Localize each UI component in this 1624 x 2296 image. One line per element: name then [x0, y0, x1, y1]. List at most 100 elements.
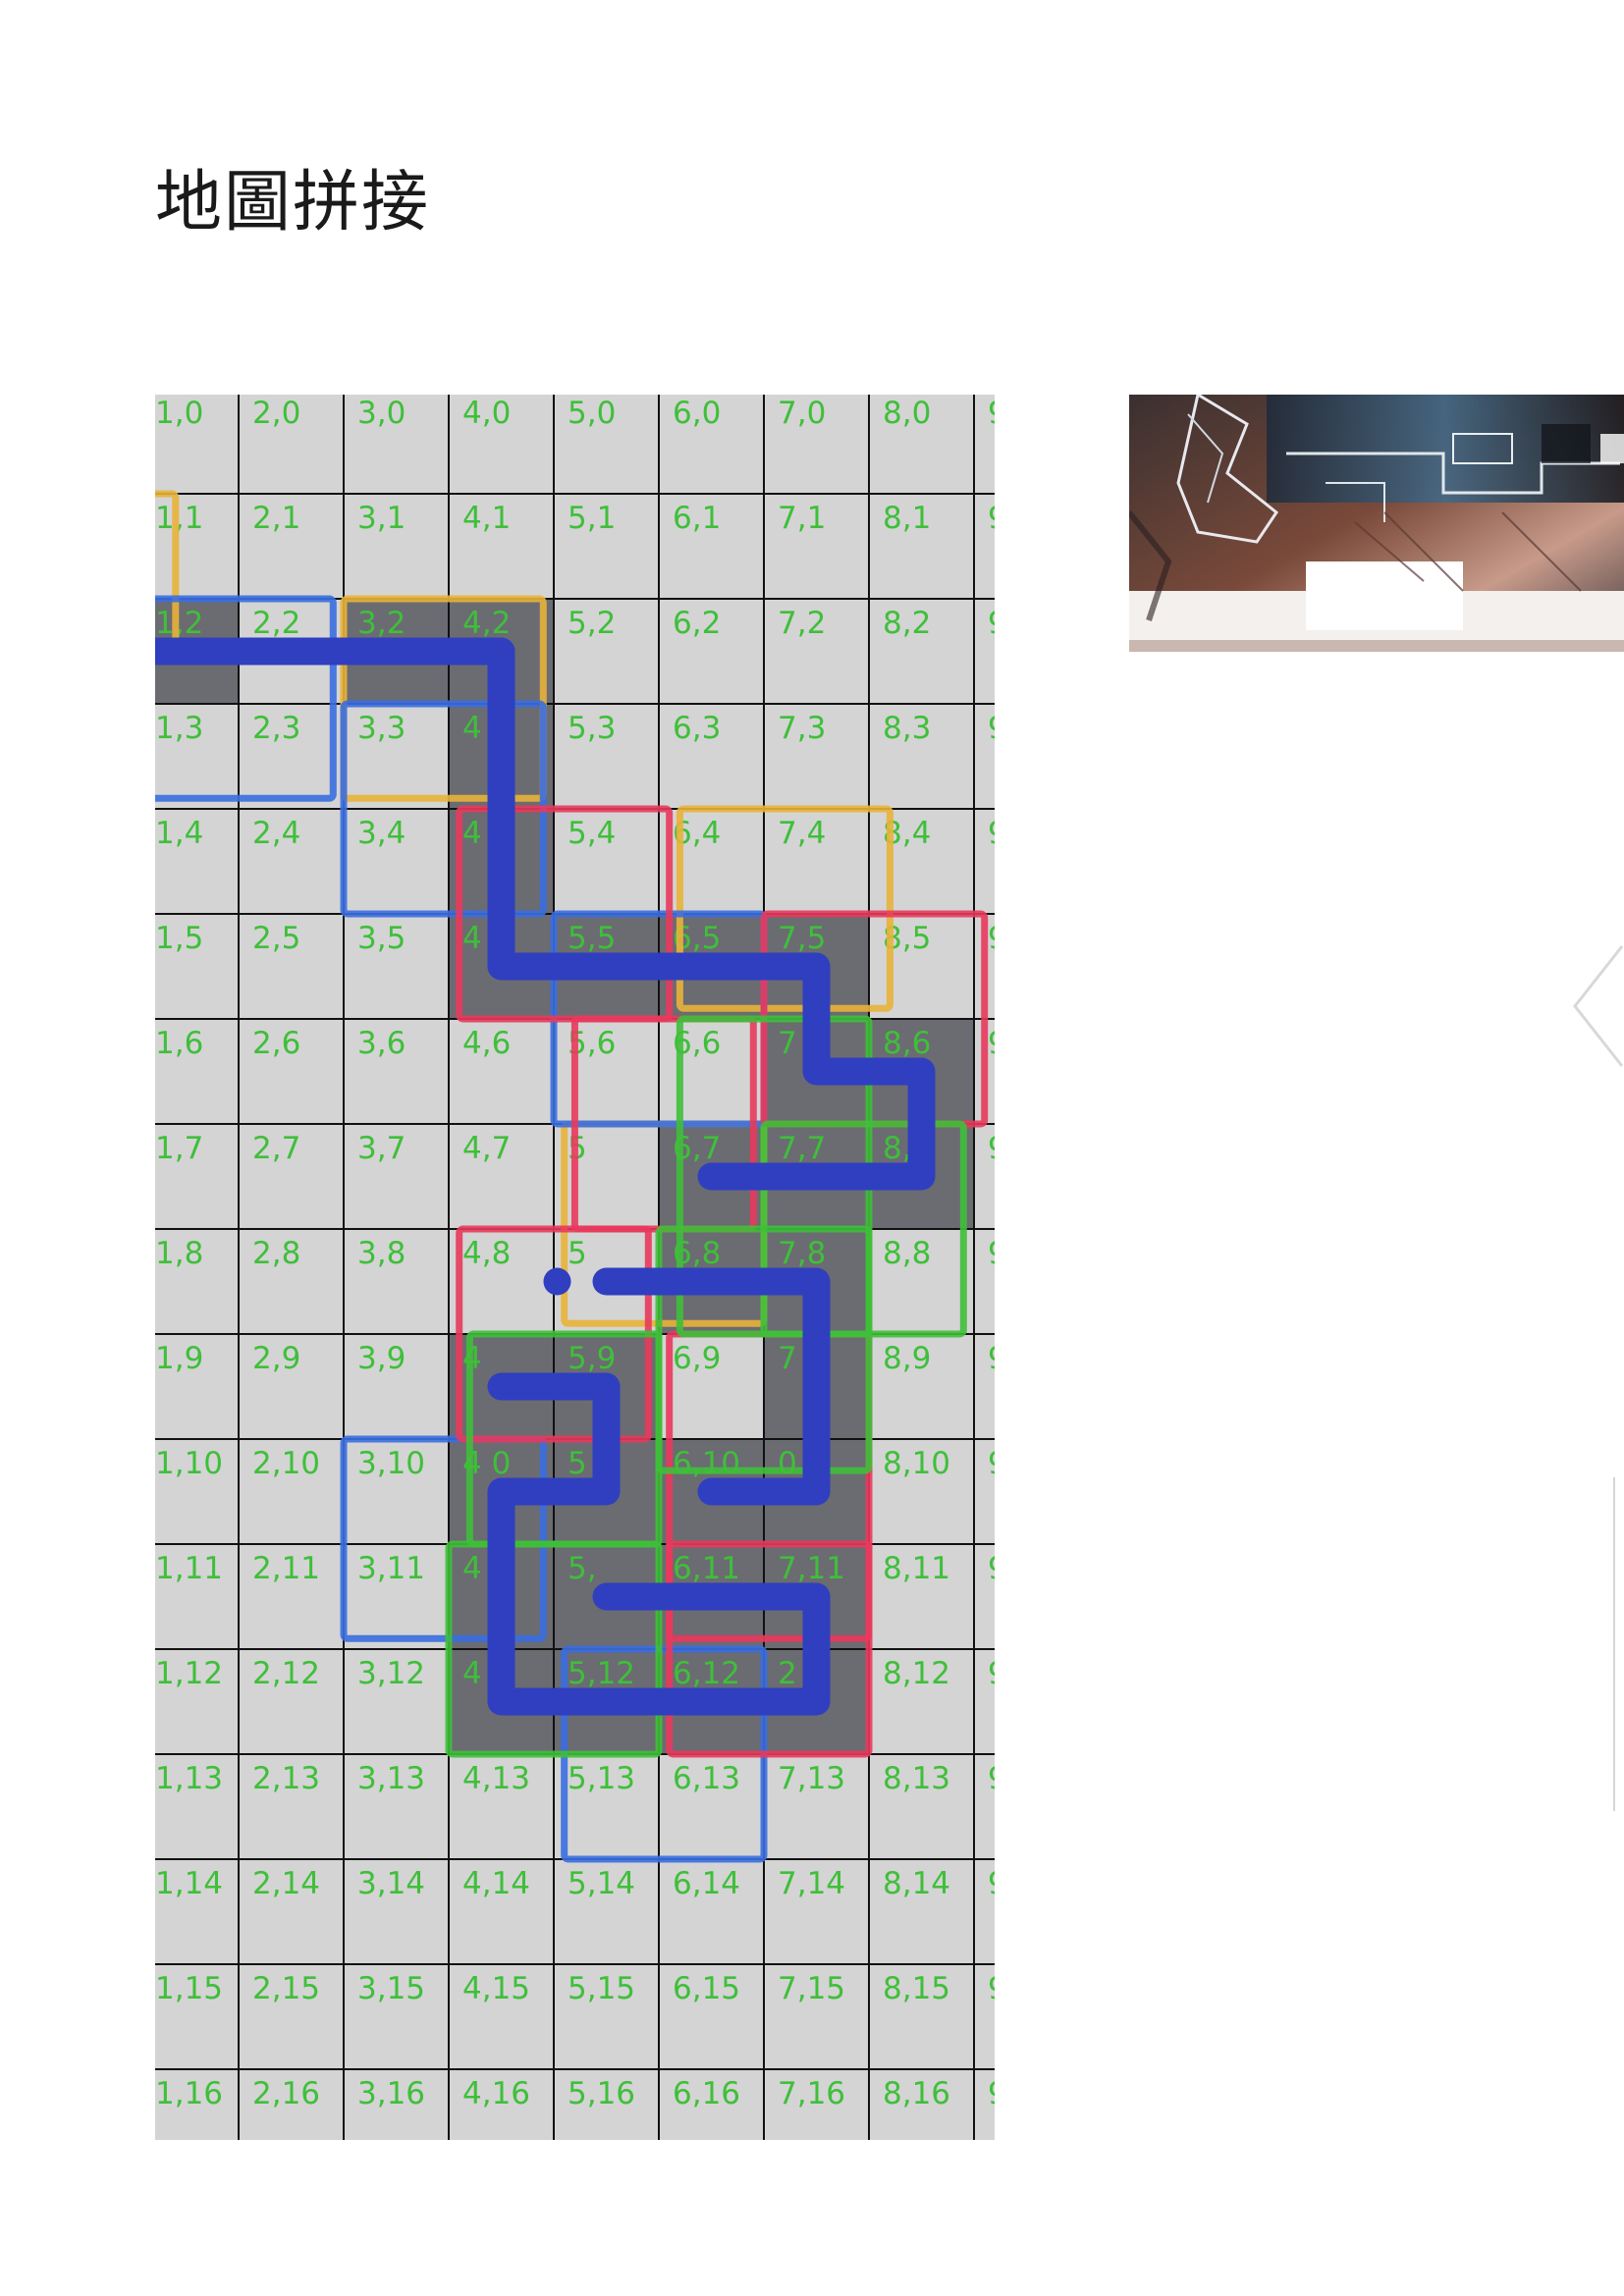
cell-label: 2,5	[252, 921, 300, 956]
path-line	[155, 637, 936, 1191]
cell-label: 3,11	[357, 1551, 425, 1586]
cell-label: 6,10	[673, 1446, 740, 1481]
cell-label: 1,8	[155, 1236, 203, 1271]
cell-label: 6,3	[673, 711, 721, 746]
cell-label: 4	[462, 1656, 482, 1691]
cell-label: 4,7	[462, 1131, 511, 1166]
cell-label: 4	[462, 921, 482, 956]
cell-label: 2,0	[252, 396, 300, 431]
cell-label: 8,13	[883, 1761, 950, 1796]
map-grid: 1,02,03,04,05,06,07,08,091,12,13,14,15,1…	[155, 395, 995, 2140]
cell-label: 8,14	[883, 1866, 950, 1901]
cell-label: 2,12	[252, 1656, 320, 1691]
cell-label: 7,15	[778, 1971, 845, 2006]
cell-label: 9	[988, 396, 995, 431]
cell-label: 1,13	[155, 1761, 223, 1796]
highlight-box	[340, 595, 547, 802]
cell-label: 3,14	[357, 1866, 425, 1901]
cell-label: 5,14	[568, 1866, 635, 1901]
cell-label: 2	[778, 1656, 797, 1691]
cell-label: 6,12	[673, 1656, 740, 1691]
cell-label: 9	[988, 1971, 995, 2006]
path-line	[487, 1372, 726, 1716]
cell-label: 4	[462, 711, 482, 746]
cell-label: 1,5	[155, 921, 203, 956]
cell-label: 1,10	[155, 1446, 223, 1481]
cell-label: 5,1	[568, 501, 616, 536]
cell-label: 1,14	[155, 1866, 223, 1901]
cell-label: 3,15	[357, 1971, 425, 2006]
cell-label: 5,3	[568, 711, 616, 746]
cell-label: 8,8	[883, 1236, 931, 1271]
cell-label: 5	[568, 1446, 587, 1481]
cell-label: 4,15	[462, 1971, 530, 2006]
cell-label: 2,14	[252, 1866, 320, 1901]
cell-label: 5	[568, 1236, 587, 1271]
cell-label: 7,13	[778, 1761, 845, 1796]
cell-label: 7,7	[778, 1131, 826, 1166]
cell-label: 3,4	[357, 816, 406, 851]
cell-label: 4	[462, 816, 482, 851]
cell-label: 3,12	[357, 1656, 425, 1691]
cell-label: 1,11	[155, 1551, 223, 1586]
cell-label: 4,0	[462, 396, 511, 431]
cell-label: 5,4	[568, 816, 616, 851]
cell-label: 2,6	[252, 1026, 300, 1061]
next-arrow-icon[interactable]	[1569, 942, 1624, 1070]
cell-label: 4,8	[462, 1236, 511, 1271]
cell-label: 1,1	[155, 501, 203, 536]
highlight-box	[155, 490, 180, 655]
cell-label: 5,12	[568, 1656, 635, 1691]
cell-label: 1,9	[155, 1341, 203, 1376]
cell-label: 6,2	[673, 606, 721, 641]
cell-label: 2,2	[252, 606, 300, 641]
cell-label: 9	[988, 2076, 995, 2111]
cell-label: 2,16	[252, 2076, 320, 2111]
cell-label: 4	[462, 1551, 482, 1586]
cell-label: 3,8	[357, 1236, 406, 1271]
cell-label: 3,13	[357, 1761, 425, 1796]
cell-label: 2,9	[252, 1341, 300, 1376]
cell-label: 7	[778, 1026, 797, 1061]
cell-label: 3,2	[357, 606, 406, 641]
cell-label: 5,9	[568, 1341, 616, 1376]
cell-label: 1,4	[155, 816, 203, 851]
cell-label: 7,8	[778, 1236, 826, 1271]
cell-label: 2,10	[252, 1446, 320, 1481]
cell-label: 7	[778, 1341, 797, 1376]
cell-label: 3,1	[357, 501, 406, 536]
cell-label: 8,2	[883, 606, 931, 641]
cell-label: 2,11	[252, 1551, 320, 1586]
cell-label: 3,9	[357, 1341, 406, 1376]
map-thumbnail[interactable]	[1129, 395, 1624, 679]
cell-label: 7,16	[778, 2076, 845, 2111]
cell-label: 0	[778, 1446, 797, 1481]
cell-label: 4,6	[462, 1026, 511, 1061]
cell-label: 6,14	[673, 1866, 740, 1901]
cell-label: 6,9	[673, 1341, 721, 1376]
cell-label: 5,16	[568, 2076, 635, 2111]
cell-label: 6,1	[673, 501, 721, 536]
cell-label: 9	[988, 606, 995, 641]
cell-label: 2,4	[252, 816, 300, 851]
cell-label: 7,2	[778, 606, 826, 641]
cell-label: 1,12	[155, 1656, 223, 1691]
cell-label: 2,7	[252, 1131, 300, 1166]
cell-label: 9	[988, 711, 995, 746]
cell-label: 8,15	[883, 1971, 950, 2006]
cell-label: 9	[988, 921, 995, 956]
highlight-box	[676, 805, 893, 1012]
highlight-box	[155, 595, 337, 802]
cell-label: 9	[988, 1866, 995, 1901]
cell-label: 1,7	[155, 1131, 203, 1166]
cell-label: 9	[988, 1551, 995, 1586]
cell-label: 7,0	[778, 396, 826, 431]
cell-label: 3,5	[357, 921, 406, 956]
cell-label: 7,4	[778, 816, 826, 851]
cell-label: 9	[988, 501, 995, 536]
cell-label: 8,12	[883, 1656, 950, 1691]
cell-label: 1,15	[155, 1971, 223, 2006]
cell-label: 2,3	[252, 711, 300, 746]
cell-label: 9	[988, 1656, 995, 1691]
cell-label: 5,	[568, 1551, 597, 1586]
